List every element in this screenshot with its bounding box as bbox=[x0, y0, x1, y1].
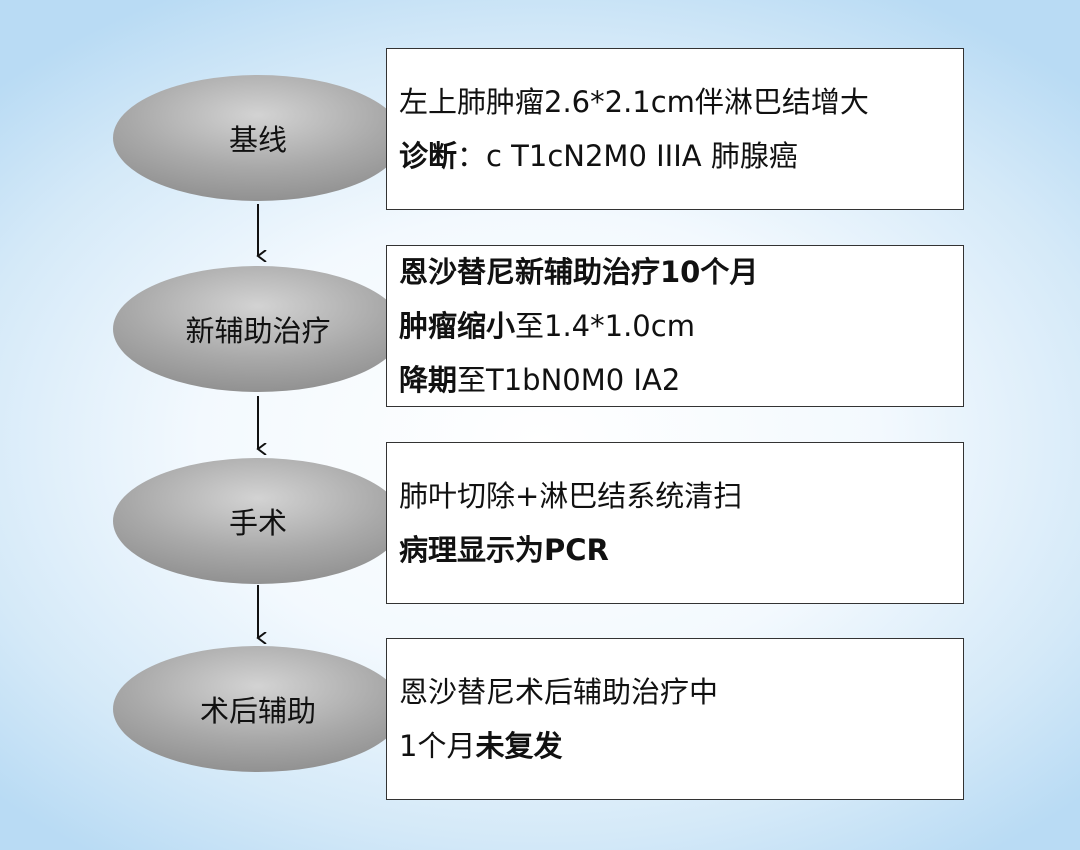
box-line: 肿瘤缩小至1.4*1.0cm bbox=[399, 299, 951, 353]
box-text-bold: 降期 bbox=[399, 363, 458, 397]
box-line: 病理显示为PCR bbox=[399, 523, 951, 577]
box-text: 肺叶切除+淋巴结系统清扫 bbox=[399, 479, 743, 513]
box-line: 诊断：c T1cN2M0 IIIA 肺腺癌 bbox=[399, 129, 951, 183]
stage-ellipse-surgery: 手术 bbox=[113, 458, 403, 584]
box-text-bold: 病理显示为PCR bbox=[399, 533, 609, 567]
box-line: 恩沙替尼术后辅助治疗中 bbox=[399, 665, 951, 719]
stage-label: 新辅助治疗 bbox=[185, 314, 331, 348]
box-line: 降期至T1bN0M0 IA2 bbox=[399, 353, 951, 406]
box-text-bold: 诊断 bbox=[399, 139, 458, 173]
stage-box-surgery: 肺叶切除+淋巴结系统清扫 病理显示为PCR bbox=[386, 442, 964, 604]
box-text: ：c T1cN2M0 IIIA 肺腺癌 bbox=[457, 139, 798, 173]
box-text-bold: 肿瘤缩小 bbox=[399, 309, 516, 343]
stage-ellipse-neoadjuvant: 新辅助治疗 bbox=[113, 266, 403, 392]
box-text-bold: 恩沙替尼新辅助治疗10个月 bbox=[399, 255, 759, 289]
stage-label: 基线 bbox=[228, 123, 287, 157]
stage-ellipse-baseline: 基线 bbox=[113, 75, 403, 201]
box-text-bold: 未复发 bbox=[475, 729, 563, 763]
box-line: 1个月未复发 bbox=[399, 719, 951, 773]
box-line: 肺叶切除+淋巴结系统清扫 bbox=[399, 469, 951, 523]
box-line: 恩沙替尼新辅助治疗10个月 bbox=[399, 246, 951, 299]
box-text: 左上肺肿瘤2.6*2.1cm伴淋巴结增大 bbox=[399, 85, 869, 119]
stage-label: 手术 bbox=[228, 506, 287, 540]
stage-box-neoadjuvant: 恩沙替尼新辅助治疗10个月 肿瘤缩小至1.4*1.0cm 降期至T1bN0M0 … bbox=[386, 245, 964, 407]
box-text: 1个月 bbox=[399, 729, 476, 763]
box-text: 恩沙替尼术后辅助治疗中 bbox=[399, 675, 719, 709]
stage-box-baseline: 左上肺肿瘤2.6*2.1cm伴淋巴结增大 诊断：c T1cN2M0 IIIA 肺… bbox=[386, 48, 964, 210]
stage-ellipse-adjuvant: 术后辅助 bbox=[113, 646, 403, 772]
box-line: 左上肺肿瘤2.6*2.1cm伴淋巴结增大 bbox=[399, 75, 951, 129]
stage-label: 术后辅助 bbox=[199, 694, 316, 728]
box-text: 至1.4*1.0cm bbox=[515, 309, 695, 343]
box-text: 至T1bN0M0 IA2 bbox=[457, 363, 681, 397]
stage-box-adjuvant: 恩沙替尼术后辅助治疗中 1个月未复发 bbox=[386, 638, 964, 800]
